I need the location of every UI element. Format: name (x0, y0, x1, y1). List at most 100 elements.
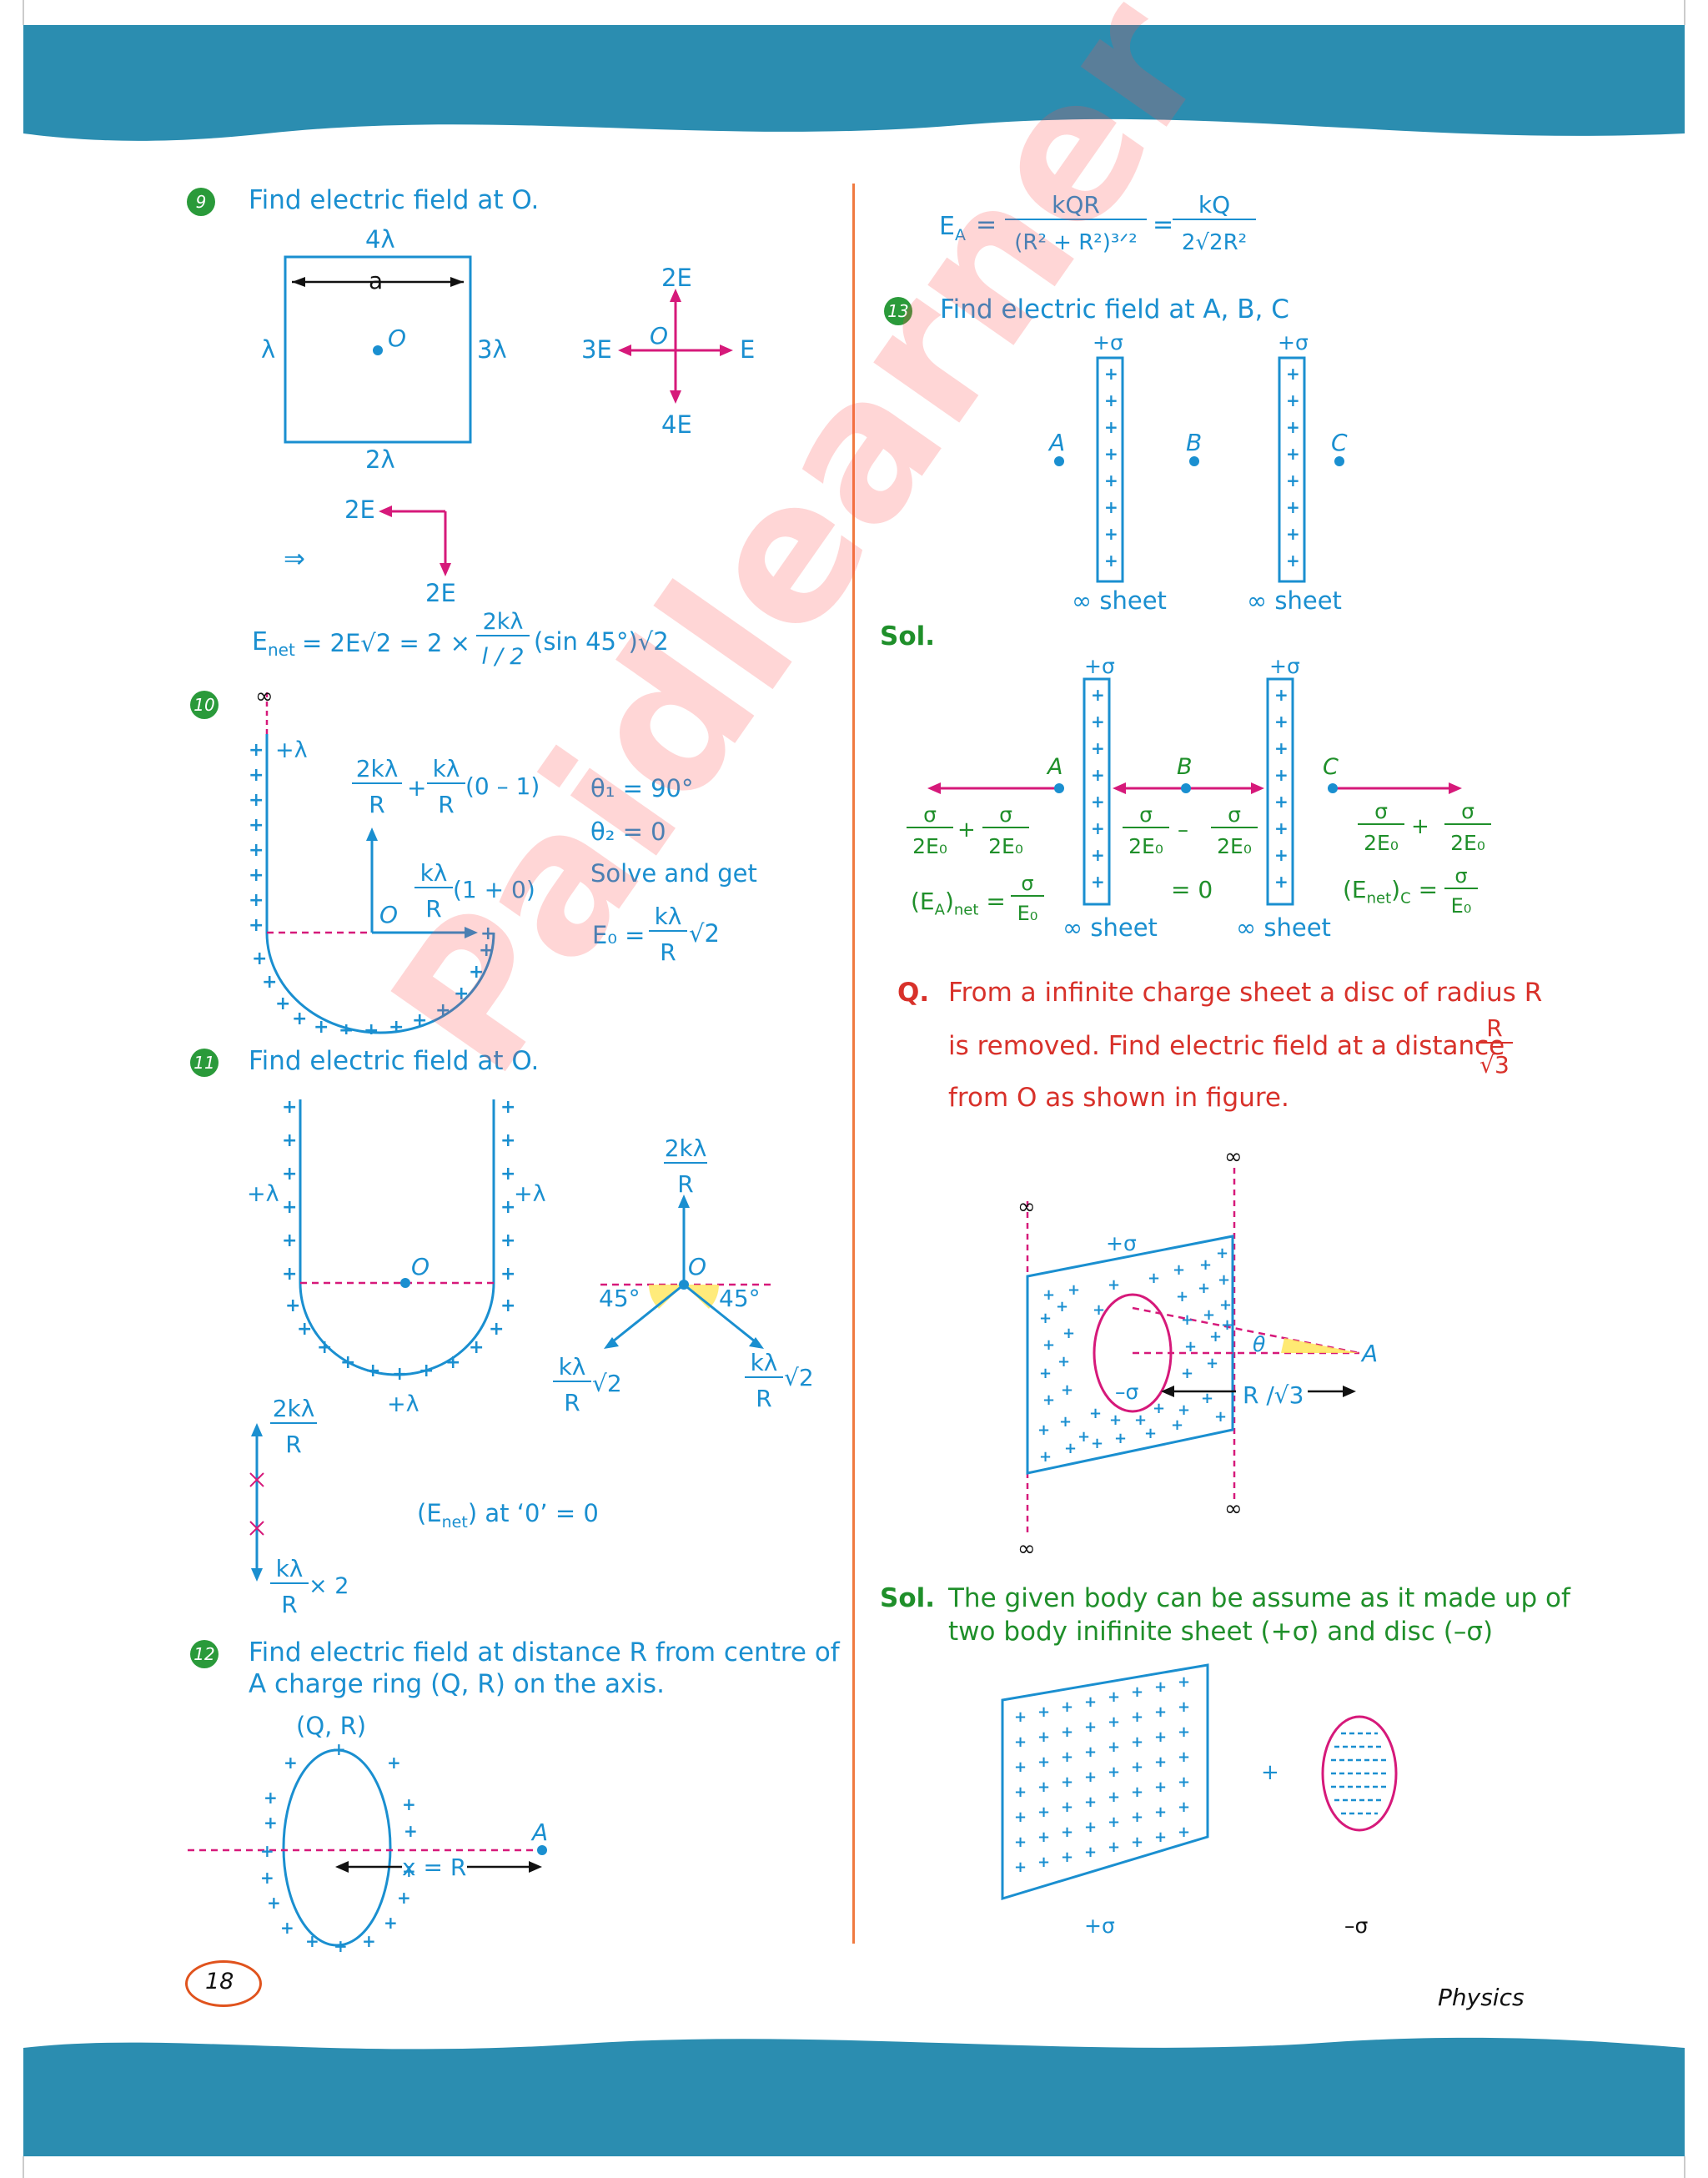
svg-text:+: + (1062, 1325, 1075, 1342)
qdisc-sheet-diagram: +++++++ ++++++ +++++ +++++ ++++++ ++++++… (1026, 1168, 1360, 1535)
svg-text:+: + (249, 890, 264, 911)
q13-ea-den: E₀ (1017, 902, 1038, 925)
q13-sol-point-b: B (1177, 754, 1193, 780)
svg-text:+: + (1274, 738, 1289, 758)
q13-point-b: B (1186, 429, 1203, 456)
svg-text:+: + (1059, 1413, 1072, 1431)
q9-eq-tail: (sin 45°)√2 (534, 627, 669, 656)
svg-text:+: + (1091, 1435, 1103, 1452)
svg-text:+: + (249, 915, 264, 936)
q12-ring-label: (Q, R) (296, 1712, 367, 1740)
q13-ea-result: (EA)net = (911, 888, 1006, 919)
svg-text:+: + (419, 1361, 434, 1381)
q11-up-den: R (677, 1170, 694, 1198)
svg-text:+: + (1061, 1723, 1073, 1741)
sol2-disc-label: –σ (1344, 1914, 1369, 1938)
q11-dl-num: kλ (553, 1353, 591, 1382)
q13-title: Find electric field at A, B, C (940, 294, 1289, 324)
svg-text:+: + (389, 1017, 404, 1034)
svg-text:+: + (252, 948, 267, 969)
q11-dl-den: R (564, 1389, 580, 1416)
q10-t2-num: kλ (427, 755, 465, 784)
q12-point-a: A (532, 1818, 549, 1846)
q9-vec-right: E (740, 335, 756, 364)
svg-text:+: + (1286, 444, 1300, 464)
svg-text:+: + (1084, 1743, 1097, 1761)
svg-text:+: + (397, 1888, 411, 1908)
svg-text:+: + (1198, 1280, 1210, 1297)
q13-fa2-num: σ (982, 802, 1029, 828)
svg-text:+: + (365, 1361, 380, 1381)
svg-text:+: + (1014, 1708, 1027, 1726)
svg-text:+: + (435, 1000, 450, 1021)
svg-text:+: + (1201, 1390, 1213, 1407)
svg-text:+: + (500, 1097, 515, 1118)
svg-text:+: + (1144, 1425, 1157, 1442)
svg-text:+: + (1014, 1859, 1027, 1876)
svg-text:+: + (249, 840, 264, 861)
q11-u-wire-diagram: ++++++ ++++++ +++++ ++++++ (282, 1097, 515, 1385)
q13-sheet2-label: ∞ sheet (1247, 586, 1342, 615)
svg-text:+: + (334, 1936, 348, 1956)
svg-text:+: + (282, 1197, 297, 1218)
q9-frac-num: 2kλ (476, 609, 530, 636)
q13-fb-minus: – (1178, 817, 1188, 843)
qdisc-inf-tl: ∞ (1017, 1195, 1036, 1220)
svg-text:+: + (262, 972, 277, 993)
svg-text:+: + (1153, 1400, 1165, 1417)
svg-text:+: + (1206, 1355, 1218, 1372)
ea-lhs: EA (939, 212, 966, 244)
q11-lambda-right: +λ (514, 1181, 546, 1207)
svg-text:+: + (332, 1743, 346, 1759)
svg-text:+: + (1154, 1803, 1167, 1821)
q13-fb2-den: 2E₀ (1217, 834, 1252, 858)
svg-text:+: + (249, 790, 264, 811)
q10-lambda: +λ (275, 737, 308, 763)
q10-e0-tail: √2 (689, 919, 720, 948)
svg-text:+: + (1064, 1440, 1077, 1457)
q11-lambda-bottom: +λ (387, 1391, 419, 1417)
q13-fb2-num: σ (1211, 802, 1258, 828)
svg-text:+: + (1108, 1813, 1120, 1831)
q13-sol-sigma1: +σ (1084, 654, 1115, 678)
q10-infinity: ∞ (255, 684, 274, 709)
svg-text:+: + (1061, 1849, 1073, 1866)
svg-text:+: + (292, 1009, 307, 1029)
question-number-13: 13 (884, 297, 912, 325)
q13-fa1-den: 2E₀ (912, 834, 947, 858)
svg-text:+: + (1108, 1788, 1120, 1806)
svg-text:+: + (1078, 1428, 1090, 1446)
svg-text:+: + (1042, 1336, 1055, 1354)
svg-text:+: + (1084, 1818, 1097, 1836)
q13-sigma1: +σ (1093, 330, 1123, 355)
svg-text:+: + (267, 1893, 281, 1913)
svg-text:+: + (282, 1097, 297, 1118)
svg-text:+: + (1093, 1301, 1105, 1319)
svg-text:+: + (1131, 1758, 1143, 1776)
q10-point-o: O (379, 901, 399, 928)
q13-fc-plus: + (1411, 814, 1429, 839)
q13-ec-num: σ (1444, 864, 1478, 889)
svg-text:+: + (1037, 1854, 1050, 1871)
q10-theta2: θ₂ = 0 (590, 817, 666, 846)
q11-vup-num: 2kλ (270, 1395, 317, 1424)
svg-text:+: + (1061, 1748, 1073, 1766)
q13-fb-eq: = 0 (1171, 876, 1213, 903)
svg-text:+: + (1091, 872, 1105, 892)
footer-band (23, 2037, 1685, 2178)
q13-fb1-num: σ (1123, 802, 1169, 828)
q11-lambda-left: +λ (247, 1181, 279, 1207)
svg-text:+: + (1154, 1678, 1167, 1696)
svg-text:+: + (1091, 818, 1105, 838)
question-number-12: 12 (190, 1640, 219, 1668)
svg-text:+: + (1014, 1783, 1027, 1801)
svg-text:+: + (1104, 417, 1118, 437)
svg-text:+: + (1176, 1288, 1188, 1305)
svg-text:+: + (249, 740, 264, 761)
q11-dr-den: R (756, 1385, 772, 1412)
q13-fa2-den: 2E₀ (988, 834, 1023, 858)
svg-text:+: + (305, 1931, 319, 1951)
svg-text:+: + (1108, 1838, 1120, 1856)
svg-text:+: + (1037, 1703, 1050, 1721)
svg-text:+: + (1114, 1430, 1127, 1447)
